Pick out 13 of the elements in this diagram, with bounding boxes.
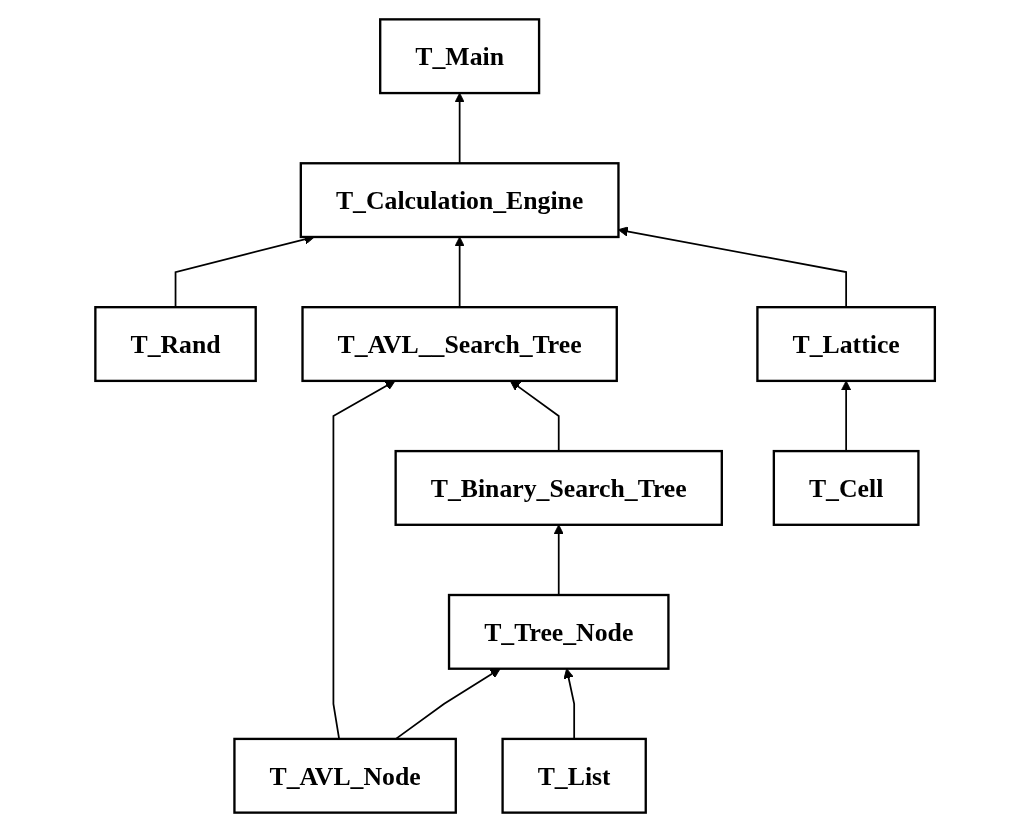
arrow [840,380,852,452]
node-box: T_Main [378,18,541,95]
node-box: T_Tree_Node [447,593,670,670]
node-box: T_Binary_Search_Tree [394,449,723,526]
node-box: T_List [501,737,647,814]
node-box: T_Cell [772,449,920,526]
node-box: T_AVL__Search_Tree [301,306,618,383]
node-box: T_Rand [94,306,257,383]
arrow [553,524,564,596]
node-box: T_Calculation_Engine [299,162,620,239]
arrow [509,380,560,452]
node-box: T_Lattice [756,306,936,383]
node-box: T_AVL_Node [233,737,457,814]
